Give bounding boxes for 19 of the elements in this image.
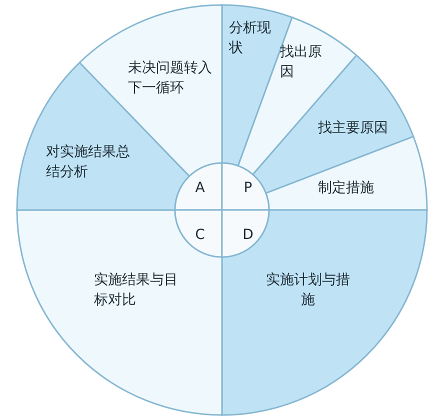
sector-label: 找出原因 — [280, 43, 323, 82]
center-quadrant — [174, 162, 223, 211]
sector-label: 制定措施 — [318, 179, 374, 198]
phase-letter: P — [244, 179, 252, 198]
center-quadrant — [221, 209, 270, 258]
phase-letter: C — [195, 226, 205, 245]
phase-letter: D — [242, 226, 254, 245]
sector-label: 对实施结果总结分析 — [46, 143, 131, 182]
center-quadrant — [221, 162, 270, 211]
sector-label: 分析现状 — [229, 19, 271, 58]
center-quadrant — [174, 209, 223, 258]
sector-label: 找主要原因 — [318, 119, 388, 138]
sector-label: 未决问题转入下一循环 — [128, 59, 213, 98]
wheel-sector — [221, 209, 428, 416]
wheel-sector — [16, 209, 223, 416]
sector-label: 实施结果与目标对比 — [94, 271, 179, 310]
sector-label: 实施计划与措施 — [265, 271, 351, 310]
wheel-sector — [265, 136, 428, 211]
phase-letter: A — [195, 179, 205, 198]
